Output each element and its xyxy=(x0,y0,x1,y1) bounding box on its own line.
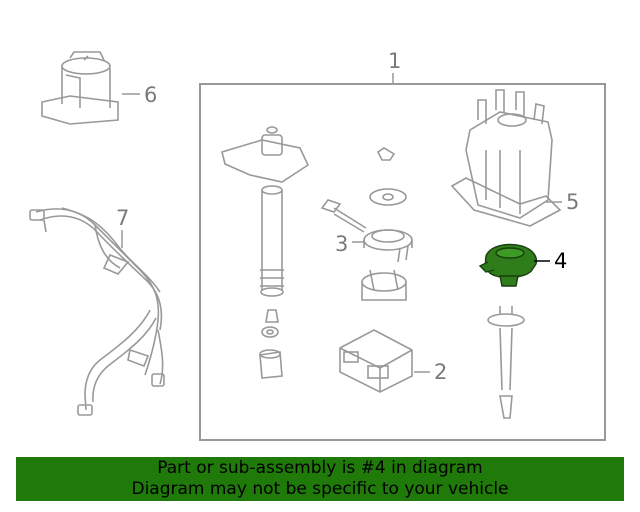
callout-1: 1 xyxy=(388,49,402,73)
part-4-rotor[interactable] xyxy=(478,243,538,287)
assembly-frame xyxy=(199,83,606,441)
distributor-housing xyxy=(221,126,310,379)
banner-line-2: Diagram may not be specific to your vehi… xyxy=(131,479,509,499)
banner-line-1: Part or sub-assembly is #4 in diagram xyxy=(157,458,483,478)
part-5-distributor-cap[interactable] xyxy=(450,89,562,227)
part-3-pickup-coil[interactable] xyxy=(320,147,413,301)
callout-6: 6 xyxy=(144,83,158,107)
part-2-ignition-module[interactable] xyxy=(339,329,413,393)
callout-7: 7 xyxy=(116,206,130,230)
callout-4: 4 xyxy=(554,249,568,273)
callout-5: 5 xyxy=(566,190,580,214)
callout-2: 2 xyxy=(434,360,448,384)
part-6-coil[interactable] xyxy=(41,51,119,125)
part-7-harness[interactable] xyxy=(29,207,165,416)
distributor-shaft xyxy=(487,306,525,419)
parts-diagram xyxy=(29,51,606,441)
info-banner: Part or sub-assembly is #4 in diagram Di… xyxy=(16,457,624,501)
callout-3: 3 xyxy=(335,232,349,256)
